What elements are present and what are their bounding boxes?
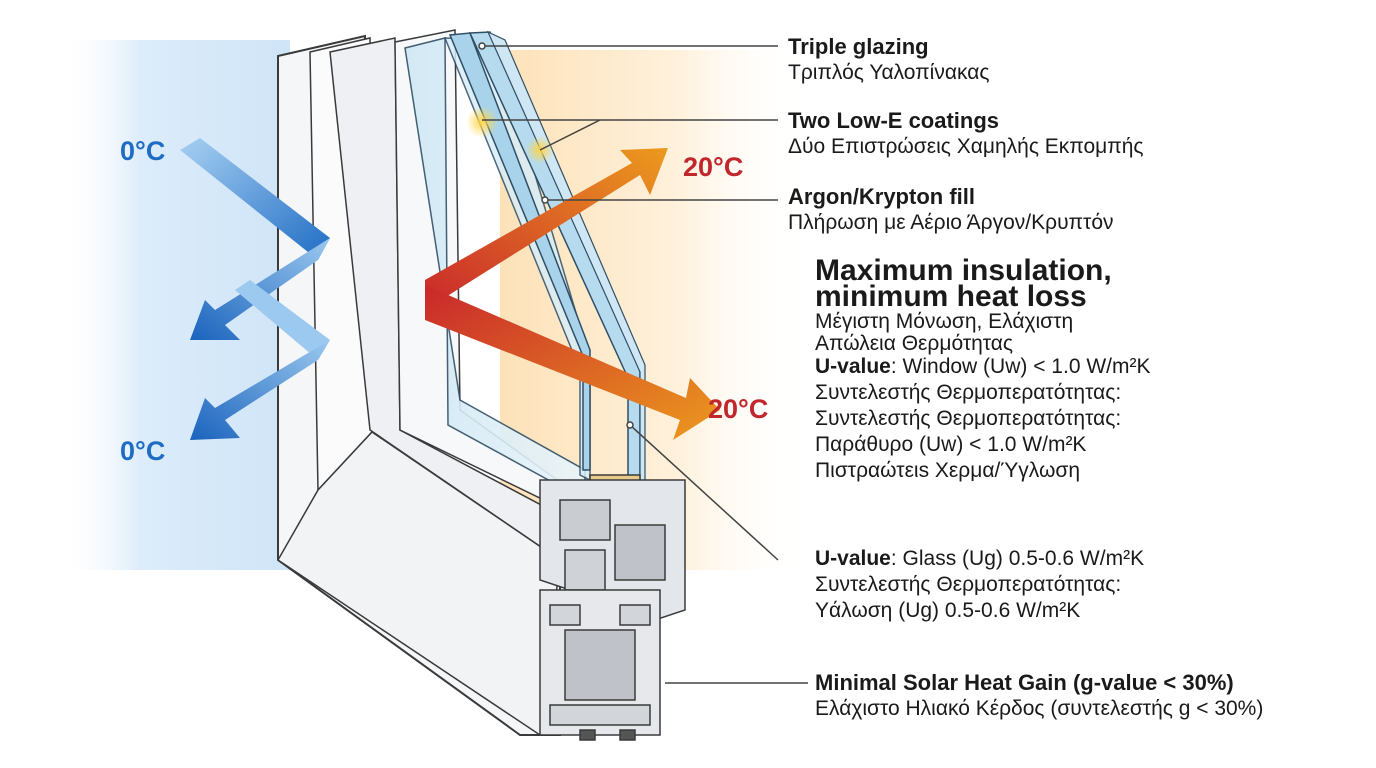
callout-solar: Minimal Solar Heat Gain (g-value < 30%) … bbox=[815, 670, 1263, 722]
cold-arrow-in-lower bbox=[235, 280, 330, 360]
uw-el-2: Συντελεστής Θερμοπερατότητας: bbox=[815, 407, 1122, 430]
leader-lines bbox=[482, 45, 808, 684]
low-e-glow-1 bbox=[466, 106, 498, 138]
ug-line: U-value: Glass (Ug) 0.5-0.6 W/m²K bbox=[815, 546, 1144, 572]
gas-fill-en: Argon/Krypton fill bbox=[788, 184, 975, 209]
insulation-title-line1: Maximum insulation, bbox=[815, 254, 1112, 287]
ug-el-1: Συντελεστής Θερμοπερατότητας: bbox=[815, 573, 1122, 596]
callout-triple-glazing: Triple glazing Τριπλός Υαλοπίνακας bbox=[788, 34, 989, 86]
leader-dots bbox=[478, 42, 634, 429]
insulation-title-line2: minimum heat loss bbox=[815, 280, 1087, 313]
uw-el-1: Συντελεστής Θερμοπερατότητας: bbox=[815, 381, 1122, 404]
insulation-el-line1: Μέγιστη Μόνωση, Ελάχιστη bbox=[815, 310, 1074, 333]
insulation-el-line2: Απώλεια Θερμότητας bbox=[815, 332, 1014, 355]
callout-low-e: Two Low-E coatings Δύο Επιστρώσεις Χαμηλ… bbox=[788, 108, 1144, 160]
temp-outside-bottom: 0°C bbox=[120, 436, 166, 466]
callout-gas-fill: Argon/Krypton fill Πλήρωση με Αέριο Άργο… bbox=[788, 184, 1114, 236]
uw-line: U-value: Window (Uw) < 1.0 W/m²K bbox=[815, 354, 1150, 380]
temp-outside-top: 0°C bbox=[120, 136, 166, 166]
triple-glazing-el: Τριπλός Υαλοπίνακας bbox=[788, 61, 990, 84]
callout-insulation: Maximum insulation, minimum heat loss Μέ… bbox=[815, 254, 1150, 484]
warm-arrow-down bbox=[425, 285, 720, 440]
uw-label: U-value bbox=[815, 355, 891, 378]
cold-arrow-in bbox=[180, 138, 330, 260]
solar-el: Ελάχιστο Ηλιακό Κέρδος (συντελεστής g < … bbox=[815, 697, 1264, 720]
callout-ug: U-value: Glass (Ug) 0.5-0.6 W/m²K Συντελ… bbox=[815, 546, 1144, 624]
warm-arrow-up bbox=[425, 148, 668, 310]
uw-text: : Window (Uw) < 1.0 W/m²K bbox=[890, 355, 1151, 378]
ug-label: U-value bbox=[815, 547, 891, 570]
low-e-en: Two Low-E coatings bbox=[788, 108, 1000, 133]
gas-fill-el: Πλήρωση με Αέριο Άργον/Κρυπτόν bbox=[788, 211, 1114, 234]
uw-el-3: Παράθυρο (Uw) < 1.0 W/m²K bbox=[815, 433, 1087, 456]
temp-inside-top: 20°C bbox=[683, 152, 744, 182]
ug-text: : Glass (Ug) 0.5-0.6 W/m²K bbox=[890, 547, 1145, 570]
temp-inside-bottom: 20°C bbox=[708, 394, 769, 424]
triple-glazing-en: Triple glazing bbox=[788, 34, 929, 59]
low-e-el: Δύο Επιστρώσεις Χαμηλής Εκπομπής bbox=[788, 135, 1144, 158]
cold-arrow-out-bottom bbox=[190, 340, 330, 440]
solar-en: Minimal Solar Heat Gain (g-value < 30%) bbox=[815, 670, 1234, 695]
ug-el-2: Υάλωση (Ug) 0.5-0.6 W/m²K bbox=[815, 599, 1081, 622]
profile-chambers bbox=[539, 479, 686, 741]
uw-el-4: Πιστραώτειs Χερμα/Ύγλωση bbox=[815, 459, 1081, 482]
